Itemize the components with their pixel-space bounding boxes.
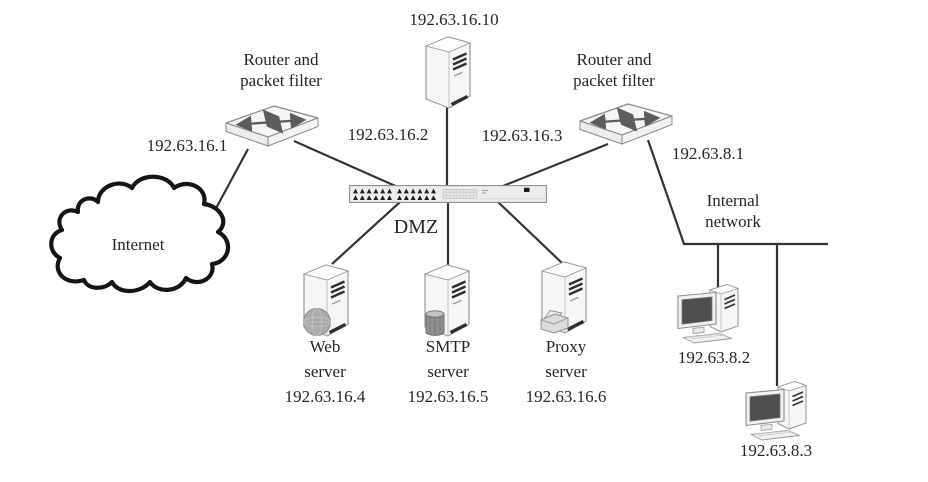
workstation-b-ip: 192.63.8.3	[739, 441, 813, 460]
standalone-server-ip: 192.63.16.10	[409, 10, 499, 29]
right-router-internal-ip: 192.63.8.1	[671, 144, 745, 163]
smtp-server-name-line1: SMTP	[425, 337, 471, 356]
smtp-server-name-line2: server	[427, 362, 469, 381]
globe-icon	[303, 308, 331, 336]
web-server-label: Web server 192.63.16.4	[285, 334, 366, 409]
link-internet-left-router	[213, 148, 249, 213]
workstation-a-ip: 192.63.8.2	[677, 348, 751, 367]
link-left-router-switch	[293, 139, 401, 190]
internal-network-label-line2: network	[705, 212, 761, 231]
internal-network-label: Internal network	[705, 190, 761, 232]
proxy-server-label: Proxy server 192.63.16.6	[526, 334, 607, 409]
smtp-server-ip: 192.63.16.5	[407, 387, 489, 406]
right-router-icon	[576, 100, 676, 157]
smtp-server-label: SMTP server 192.63.16.5	[408, 334, 489, 409]
proxy-server-name-line1: Proxy	[545, 337, 587, 356]
left-router-title: Router and packet filter	[240, 49, 322, 91]
link-switch-proxy-server	[497, 201, 563, 264]
link-right-router-internal-bus	[646, 139, 828, 246]
right-router-title-line2: packet filter	[573, 71, 655, 90]
web-server-name-line1: Web	[309, 337, 341, 356]
internet-cloud-icon	[46, 168, 246, 311]
web-server-name-line2: server	[304, 362, 346, 381]
standalone-server-icon	[421, 33, 475, 114]
right-router-title: Router and packet filter	[573, 49, 655, 91]
proxy-server-name-line2: server	[545, 362, 587, 381]
workstation-b-icon	[742, 378, 810, 447]
mail-bin-icon	[425, 310, 445, 336]
left-router-dmz-ip: 192.63.16.2	[347, 125, 429, 144]
web-server-ip: 192.63.16.4	[284, 387, 366, 406]
workstation-a-icon	[674, 281, 742, 350]
right-router-dmz-ip: 192.63.16.3	[481, 126, 563, 145]
link-right-router-switch	[497, 142, 609, 190]
proxy-server-ip: 192.63.16.6	[525, 387, 607, 406]
web-server-icon	[299, 261, 353, 342]
envelope-icon	[540, 309, 569, 334]
internet-label: Internet	[111, 235, 165, 254]
proxy-server-icon	[537, 258, 591, 339]
left-router-icon	[222, 102, 322, 159]
right-router-title-line1: Router and	[576, 50, 652, 69]
link-switch-web-server	[331, 201, 401, 265]
left-router-title-line2: packet filter	[240, 71, 322, 90]
left-router-title-line1: Router and	[243, 50, 319, 69]
left-router-external-ip: 192.63.16.1	[146, 136, 228, 155]
dmz-label: DMZ	[393, 216, 439, 238]
internal-network-label-line1: Internal	[706, 191, 760, 210]
smtp-server-icon	[420, 261, 474, 342]
dmz-switch-icon	[349, 185, 547, 208]
